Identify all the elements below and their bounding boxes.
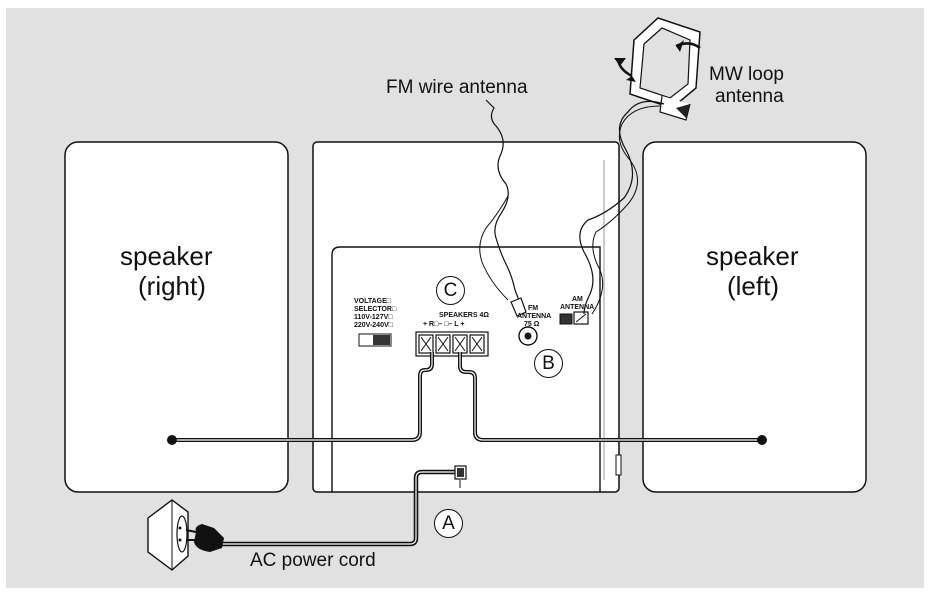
fm-antenna-label-2: ANTENNA: [517, 313, 552, 320]
voltage-selector-label-1: VOLTAGE□: [354, 298, 392, 305]
speakers-terminal-label: SPEAKERS 4Ω: [439, 312, 489, 319]
power-plug: [185, 524, 224, 552]
mw-loop-antenna: [614, 17, 701, 121]
marker-b: B: [534, 349, 563, 378]
voltage-selector-label-2: SELECTOR□: [354, 306, 397, 313]
mw-loop-antenna-cable: [579, 100, 665, 315]
speaker-right-label-line2: (right): [138, 271, 206, 301]
voltage-selector-label-4: 220V-240V□: [354, 322, 393, 329]
wall-outlet: [147, 499, 189, 571]
marker-c: C: [436, 276, 465, 305]
voltage-selector-label-3: 110V-127V□: [354, 314, 393, 321]
speaker-right-box: [64, 141, 289, 493]
voltage-selector-switch: [358, 333, 392, 347]
speaker-right-connector: [167, 435, 177, 445]
mw-loop-antenna-cable-2: [591, 105, 661, 315]
speaker-terminals: [415, 331, 489, 357]
marker-a: A: [434, 509, 463, 538]
speaker-left-label-line2: (left): [727, 271, 779, 301]
main-unit: [312, 141, 622, 493]
fm-wire-antenna-label: FM wire antenna: [386, 77, 528, 98]
speaker-cable-left-inner: [459, 352, 762, 441]
speakers-polarity-label: + R□– □– L +: [423, 321, 465, 328]
speaker-left-label-line1: speaker: [706, 241, 799, 271]
fm-antenna-plug: [510, 297, 527, 317]
fm-antenna-label-3: 75 Ω: [524, 321, 540, 328]
fm-antenna-jack: [518, 326, 538, 346]
am-antenna-terminal: [559, 311, 589, 325]
ac-power-cord: [222, 465, 467, 547]
ac-power-cord-label: AC power cord: [250, 550, 376, 571]
speaker-right-label-line1: speaker: [120, 241, 213, 271]
am-antenna-label-1: AM: [572, 296, 583, 303]
mw-loop-antenna-label-line1: MW loop: [709, 64, 784, 85]
speaker-left-box: [642, 141, 867, 493]
am-antenna-label-2: ANTENNA: [560, 304, 595, 311]
speaker-left-connector: [757, 435, 767, 445]
mw-loop-antenna-label-line2: antenna: [715, 86, 784, 107]
fm-wire-antenna-lead: [479, 195, 509, 301]
fm-antenna-label-1: FM: [528, 305, 539, 312]
speaker-cable-right-inner: [172, 352, 433, 441]
